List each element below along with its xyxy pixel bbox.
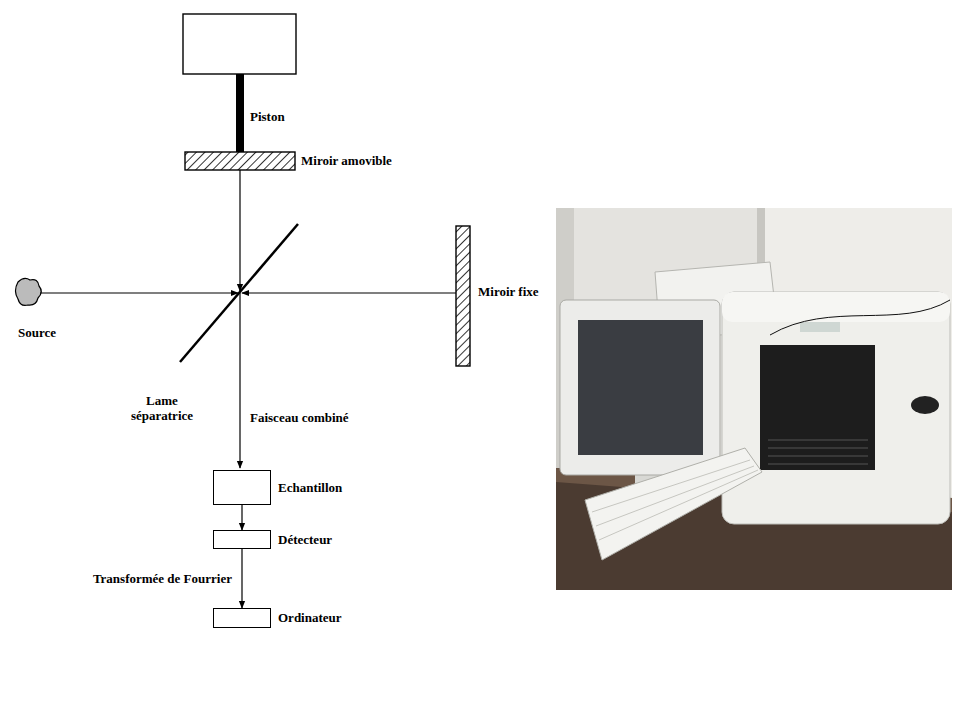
spectrometer-photo [578, 320, 703, 455]
spectrometer-photo [768, 440, 868, 441]
signal-arrow [241, 549, 242, 608]
spectrometer-photo [911, 396, 939, 414]
spectrometer-photo [596, 466, 754, 526]
beam [242, 292, 456, 293]
spectrometer-photo [592, 460, 750, 512]
spectrometer-photo [556, 208, 952, 590]
spectrometer-photo [768, 456, 868, 457]
spectrometer-photo [768, 464, 868, 465]
spectrometer-photo [800, 322, 840, 332]
movable-mirror [185, 152, 295, 170]
spectrometer-photo [592, 460, 758, 540]
part-label: Source [18, 326, 56, 341]
component-box: Ordinateur [213, 608, 271, 628]
component-box: Echantillon [213, 470, 271, 505]
spectrometer-photo [760, 345, 875, 470]
piston-housing [183, 14, 296, 74]
spectrometer-photo [770, 300, 950, 335]
part-label: Miroir amovible [301, 154, 392, 169]
spectrometer-photo [556, 208, 952, 590]
spectrometer-photo [585, 448, 762, 560]
spectrometer-photo [722, 292, 950, 322]
part-label: Faisceau combiné [250, 411, 349, 426]
combined-beam [239, 293, 240, 468]
component-label: Echantillon [278, 480, 342, 496]
part-label: Lame séparatrice [118, 394, 206, 424]
spectrometer-photo [560, 300, 720, 475]
spectrometer-photo [599, 470, 758, 540]
spectrometer-photo [768, 440, 868, 464]
optics [16, 14, 471, 468]
source-symbol [16, 278, 42, 305]
edge-label: Transformée de Fourrier [91, 571, 234, 587]
spectrometer-photo [722, 292, 950, 524]
fixed-mirror [456, 226, 470, 366]
part-label: Miroir fixe [478, 285, 539, 300]
component-label: Détecteur [278, 532, 332, 548]
component-label: Ordinateur [278, 610, 342, 626]
part-label: Piston [250, 110, 285, 125]
spectrometer-photo [768, 448, 868, 449]
piston-rod [236, 74, 244, 152]
component-box: Détecteur [213, 530, 271, 549]
beam [40, 292, 238, 293]
signal-arrow [241, 505, 242, 530]
beam [239, 170, 240, 291]
